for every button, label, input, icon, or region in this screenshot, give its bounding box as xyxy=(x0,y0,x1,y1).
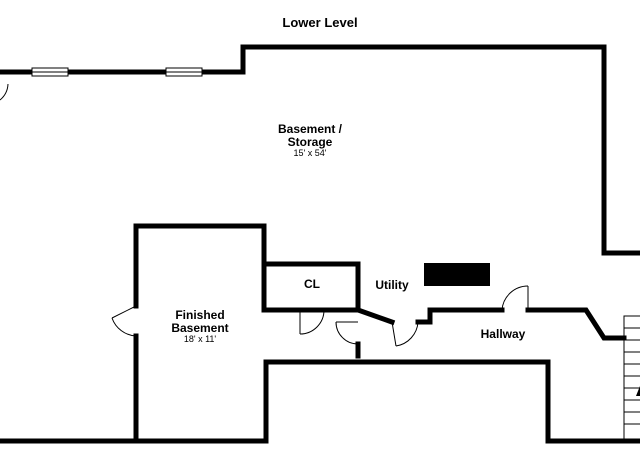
room-label-finished-basement: Finished Basement 18' x 11' xyxy=(140,309,260,345)
utility-wall-right xyxy=(415,307,505,325)
stairs-arrow-icon xyxy=(636,386,640,396)
door-arc-left-edge xyxy=(0,83,9,101)
room-name-line2: Basement xyxy=(171,320,229,335)
room-dimensions: 18' x 11' xyxy=(183,334,217,345)
door-arc xyxy=(299,309,325,335)
room-dimensions: 15' x 54' xyxy=(293,148,327,159)
room-name-line1: Basement / xyxy=(277,122,343,136)
room-label-storage: Basement / Storage 15' x 54' xyxy=(250,123,370,159)
exterior-wall-bottom-notch xyxy=(133,359,640,444)
room-label-closet: CL xyxy=(304,277,320,291)
door-arc xyxy=(335,321,359,345)
door-leaf xyxy=(111,305,137,319)
door-arc xyxy=(395,321,419,347)
closet-wall xyxy=(261,223,361,313)
room-name-line2: Storage xyxy=(287,134,333,149)
stairs xyxy=(623,315,640,441)
utility-wall xyxy=(354,306,396,326)
room-name-line1: Finished xyxy=(175,308,225,322)
room-label-utility: Utility xyxy=(375,278,409,292)
floor-title: Lower Level xyxy=(282,15,358,30)
door-leaf xyxy=(391,321,397,347)
door-arc xyxy=(111,317,137,337)
door-arc xyxy=(501,285,529,311)
room-label-hallway: Hallway xyxy=(480,327,526,341)
finished-basement-wall xyxy=(133,223,267,309)
hallway-wall xyxy=(525,307,627,341)
furnace-block xyxy=(424,263,490,286)
